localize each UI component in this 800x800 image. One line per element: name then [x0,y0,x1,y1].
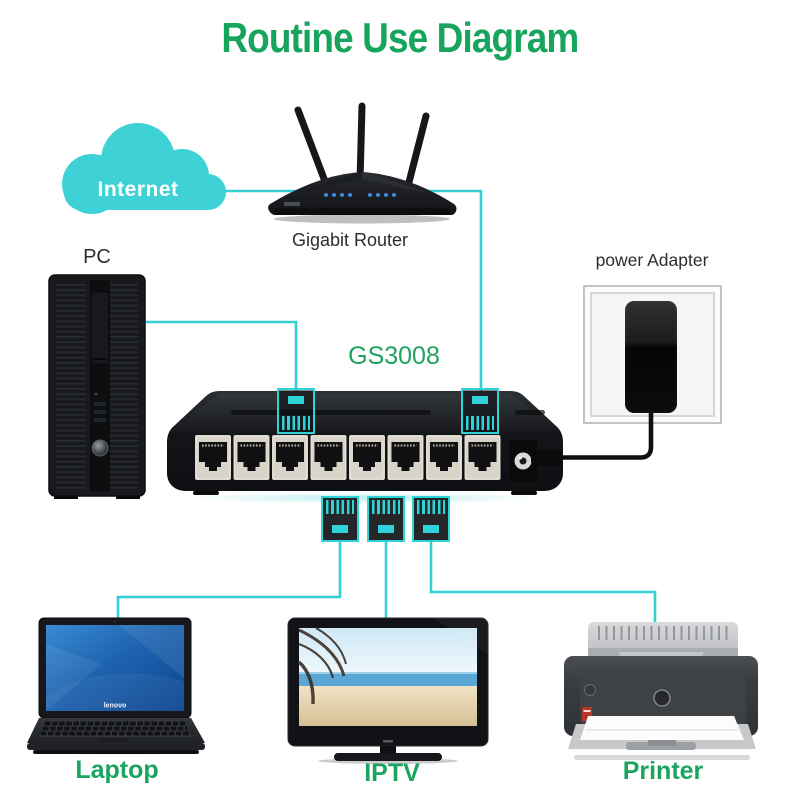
power-adapter-body [625,301,677,413]
plug-pins [466,416,494,430]
iptv-television [287,617,489,764]
switch-label: GS3008 [348,342,440,370]
plug-tab [288,396,304,404]
router-body [268,172,457,215]
switch-reflection [185,492,545,504]
laptop-screen [46,625,184,711]
printer-paper [580,716,744,740]
plug-pins [282,416,310,430]
rj45-plug-icon-bottom-right [412,496,450,542]
plug-tab [332,525,348,533]
iptv-label: IPTV [364,759,420,787]
pc-led [94,392,98,396]
tv-screen [297,627,477,726]
pc-optical-drive [90,291,110,365]
rj45-plug-icon-top-left [277,388,315,434]
wire-pc-to-switch [145,320,298,394]
plug-pins [372,500,400,514]
printer-rear-tray [588,622,738,655]
tv-brand-mark [383,740,393,743]
router-label: Gigabit Router [291,230,409,250]
cloud-shape [62,123,226,214]
pc-media-panel [94,402,106,422]
router-leds [324,193,396,197]
tv-stand-neck [380,746,396,755]
router-brand-mark [284,202,300,206]
laptop: lenovo [27,617,205,754]
pc-label: PC [83,246,111,268]
rj45-plug-icon-bottom-left [321,496,359,542]
printer-warning-label [582,707,592,721]
dc-plug [536,449,562,466]
plug-tab [423,525,439,533]
tv-stand-base [334,753,442,761]
printer-power-button [583,683,597,697]
plug-pins [326,500,354,514]
printer-hp-logo [653,689,671,707]
plug-tab [472,396,488,404]
switch-dc-port [509,440,537,482]
tv-screen-branches [297,627,347,705]
pc-power-button [91,439,109,457]
plug-pins [417,500,445,514]
rj45-plug-icon-top-right [461,388,499,434]
laptop-label: Laptop [75,756,159,784]
laptop-webcam [114,620,116,623]
page-title: Routine Use Diagram [221,14,579,61]
pc-tower [48,274,146,499]
printer [564,622,758,760]
wire-switch-to-laptop [116,538,342,624]
printer-label: Printer [622,757,704,785]
router-shadow [274,214,450,224]
power-adapter-label: power Adapter [595,250,709,270]
laptop-touchpad [101,738,129,742]
router-antennas [294,102,430,190]
plug-tab [378,525,394,533]
internet-label: Internet [97,178,178,201]
rj45-plug-icon-bottom-middle [367,496,405,542]
internet-cloud: Internet [62,123,226,214]
printer-shadow [574,755,750,760]
laptop-screen-logo: lenovo [104,703,127,710]
gigabit-router [268,102,457,224]
wire-switch-to-printer [429,538,657,628]
